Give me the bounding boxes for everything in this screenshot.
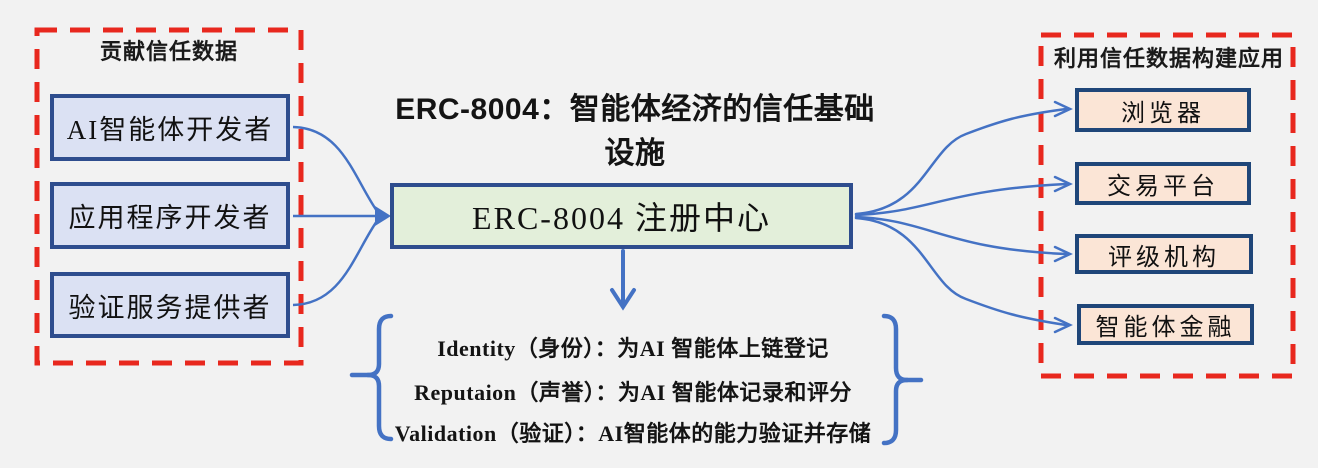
arrowhead-icon <box>1053 316 1073 334</box>
node-rating-agency: 评级机构 <box>1075 234 1253 274</box>
left-panel-dashed-border <box>34 27 304 366</box>
node-trading-platform: 交易平台 <box>1075 162 1251 205</box>
arrowhead-icon <box>610 288 636 311</box>
node-ai-agent-developers: AI智能体开发者 <box>50 94 290 161</box>
right-fan-arrows <box>854 100 1073 334</box>
arrowhead-icon <box>1053 245 1073 263</box>
down-arrow <box>610 249 636 311</box>
left-fan-arrowhead-icon <box>375 206 391 226</box>
node-browser: 浏览器 <box>1075 88 1251 132</box>
function-identity: Identity（身份）：为AI 智能体上链登记 <box>437 336 829 361</box>
function-reputation: Reputaion（声誉）：为AI 智能体记录和评分 <box>414 380 852 405</box>
right-brace-icon <box>881 313 924 446</box>
right-panel-title: 利用信任数据构建应用 <box>1053 46 1284 71</box>
node-app-developers: 应用程序开发者 <box>50 182 290 249</box>
node-agent-finance: 智能体金融 <box>1077 304 1254 345</box>
node-erc8004-registry: ERC-8004 注册中心 <box>390 183 853 249</box>
arrowhead-icon <box>1053 100 1073 118</box>
node-validation-service-providers: 验证服务提供者 <box>50 272 290 338</box>
diagram-title: ERC-8004：智能体经济的信任基础设施 <box>395 93 875 170</box>
arrowhead-icon <box>1053 175 1073 193</box>
left-brace-icon <box>349 313 394 442</box>
left-fan-arrows <box>292 125 379 307</box>
left-panel-title: 贡献信任数据 <box>99 39 238 64</box>
function-validation: Validation（验证）：AI智能体的能力验证并存储 <box>394 421 872 446</box>
